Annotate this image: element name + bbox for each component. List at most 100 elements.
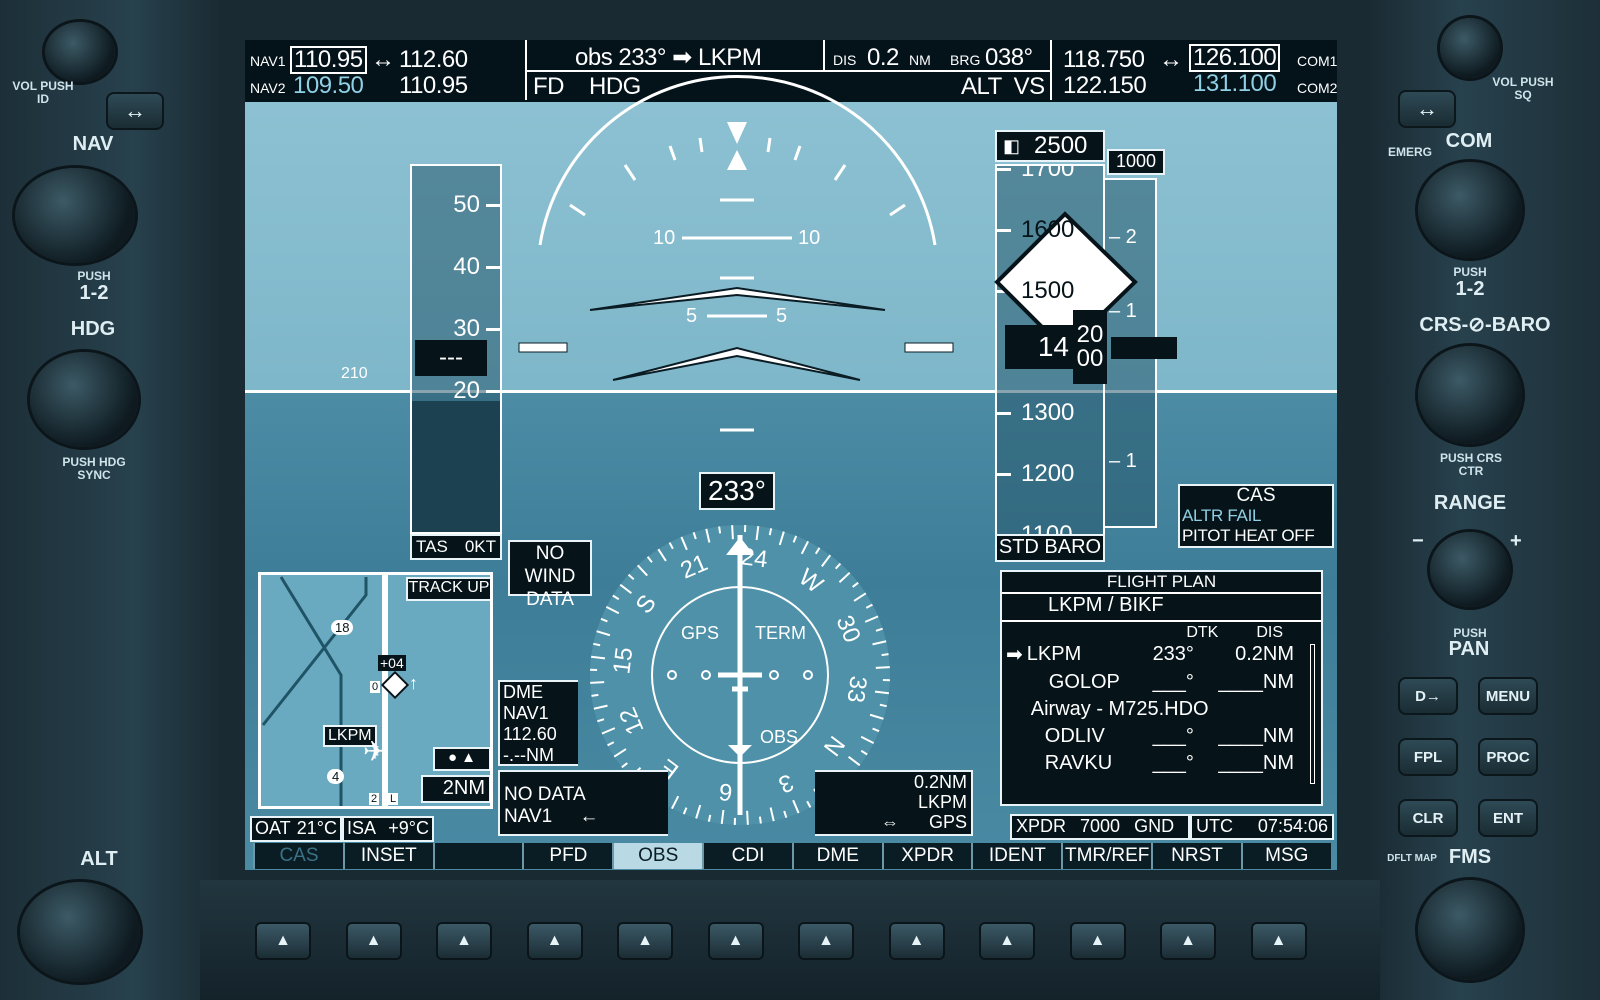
softkey-button-1[interactable]: ▲ [255, 922, 311, 960]
nav1-standby-freq[interactable]: 112.60 [399, 46, 468, 73]
selected-altitude-box[interactable]: ◧ 2500 [995, 130, 1105, 162]
nav2-standby-freq[interactable]: 110.95 [399, 72, 468, 99]
softkey-obs[interactable]: OBS [612, 843, 703, 869]
softkey-button-3[interactable]: ▲ [436, 922, 492, 960]
direct-to-button[interactable]: D→ [1398, 677, 1458, 715]
tape-tick [486, 266, 500, 269]
softkey-button-10[interactable]: ▲ [1069, 922, 1126, 960]
softkey-button-6[interactable]: ▲ [707, 922, 764, 960]
softkey-cdi[interactable]: CDI [702, 843, 792, 869]
nav2-active-freq[interactable]: 109.50 [293, 72, 364, 99]
pan-label: PAN [1448, 638, 1490, 660]
airport-label: LKPM [323, 725, 377, 747]
softkey-dme[interactable]: DME [791, 843, 882, 869]
softkey-cas[interactable]: CAS [253, 843, 343, 869]
dis-column-header: DIS [1256, 624, 1283, 641]
compass-tick [621, 762, 628, 769]
softkey-inset[interactable]: INSET [342, 843, 433, 869]
proc-button[interactable]: PROC [1478, 738, 1538, 776]
com1-standby-freq[interactable]: 118.750 [1063, 46, 1145, 73]
flight-plan-row[interactable]: Airway - M725.HDO [1002, 696, 1312, 723]
softkey-button-2[interactable]: ▲ [345, 922, 402, 960]
selected-vs-box[interactable]: 1000 [1107, 149, 1165, 175]
flight-plan-row[interactable]: GOLOP___°____NM [1002, 669, 1312, 696]
slip-indicator-icon [727, 150, 747, 170]
tas-box: TAS 0KT [410, 534, 502, 560]
softkey-tmr-ref[interactable]: TMR/REF [1061, 843, 1152, 869]
compass-tick [731, 525, 734, 540]
com-knob[interactable] [1418, 162, 1522, 258]
nav-swap-button[interactable]: ↔ [106, 92, 164, 130]
softkey-msg[interactable]: MSG [1240, 843, 1331, 869]
waypoint-dtk: ___° [1152, 725, 1194, 747]
tape-tick [997, 168, 1011, 171]
inset-map[interactable]: TRACK UP 18 4 +04 0 ↑ LKPM ✈ 2 L ● ▲ 2NM [258, 572, 493, 809]
compass-tick [879, 703, 887, 708]
flight-plan-row[interactable]: RAVKU___°____NM [1002, 750, 1312, 777]
airspeed-low-band [412, 401, 500, 532]
clr-button[interactable]: CLR [1398, 799, 1458, 837]
tape-label: 50 [453, 191, 480, 218]
compass-tick [671, 795, 680, 810]
compass-tick [853, 592, 867, 602]
softkey-button-9[interactable]: ▲ [979, 922, 1035, 960]
compass-tick [769, 807, 775, 822]
waypoint-dis: ____NM [1218, 752, 1294, 774]
tape-label: 30 [453, 315, 480, 342]
com2-standby-freq[interactable]: 122.150 [1063, 72, 1147, 99]
utc-label: UTC [1196, 816, 1233, 836]
tape-label: 20 [453, 377, 480, 404]
softkey-blank[interactable] [432, 843, 523, 869]
fpl-button[interactable]: FPL [1398, 738, 1458, 776]
map-range[interactable]: 2NM [421, 775, 490, 803]
softkey-pfd[interactable]: PFD [522, 843, 613, 869]
ent-button[interactable]: ENT [1478, 799, 1538, 837]
softkey-ident[interactable]: IDENT [971, 843, 1062, 869]
crs-baro-knob[interactable] [1418, 346, 1522, 444]
softkey-xpdr[interactable]: XPDR [881, 843, 972, 869]
nav-knob[interactable] [15, 168, 135, 263]
softkey-nrst[interactable]: NRST [1151, 843, 1241, 869]
baro-setting[interactable]: STD BARO [995, 534, 1105, 562]
push-crs-ctr-label: PUSH CRS CTR [1439, 451, 1502, 478]
compass-tick [636, 564, 648, 577]
map-orientation[interactable]: TRACK UP [406, 577, 490, 601]
com-swap-button[interactable]: ↔ [1398, 90, 1456, 128]
fms-knob[interactable] [1418, 880, 1522, 980]
softkey-button-5[interactable]: ▲ [617, 922, 673, 960]
softkey-button-7[interactable]: ▲ [798, 922, 854, 960]
softkey-button-4[interactable]: ▲ [526, 922, 583, 960]
flight-plan-scrollbar[interactable] [1310, 644, 1315, 784]
compass-tick [707, 814, 712, 822]
range-joystick[interactable] [1430, 532, 1510, 607]
alt-bug-icon: ◧ [1003, 135, 1021, 156]
nav-push-label: PUSH [77, 269, 111, 283]
tape-label: 1300 [1021, 399, 1075, 426]
softkey-button-8[interactable]: ▲ [888, 922, 945, 960]
waypoint-name: LKPM [1026, 643, 1082, 665]
menu-button[interactable]: MENU [1478, 677, 1538, 715]
softkey-button-11[interactable]: ▲ [1160, 922, 1216, 960]
flight-plan-row[interactable]: ODLIV___°____NM [1002, 723, 1312, 750]
vertical-modes: ALT VS [961, 73, 1045, 100]
selected-altitude: 2500 [1034, 132, 1088, 159]
com-volume-knob[interactable] [1440, 18, 1500, 78]
com-push-label: PUSH [1453, 265, 1487, 279]
compass-tick [597, 718, 605, 723]
compass-tick [806, 800, 812, 808]
softkey-button-12[interactable]: ▲ [1250, 922, 1307, 960]
cdi-deviation-dot [701, 670, 711, 680]
nav-volume-knob[interactable] [45, 22, 115, 82]
com2-active-freq[interactable]: 131.100 [1193, 70, 1277, 97]
hdg-knob[interactable] [30, 352, 138, 447]
nav1-active-freq[interactable]: 110.95 [290, 46, 367, 74]
com1-active-freq[interactable]: 126.100 [1189, 44, 1281, 72]
alt-knob[interactable] [20, 882, 140, 982]
utc-time: 07:54:06 [1257, 816, 1328, 836]
map-layers-icon[interactable]: ● ▲ [433, 747, 490, 771]
